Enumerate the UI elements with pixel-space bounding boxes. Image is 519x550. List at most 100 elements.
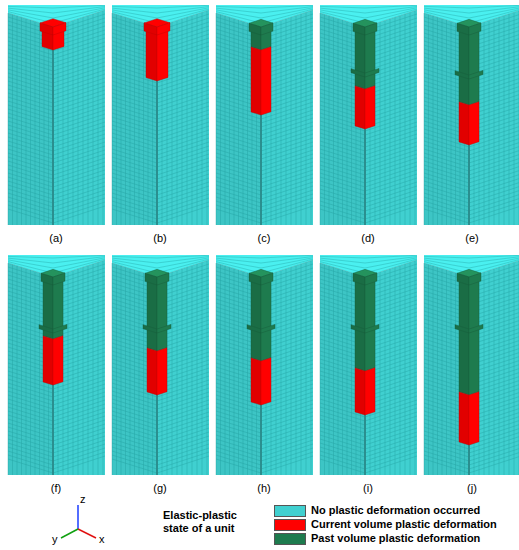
right-face — [365, 260, 417, 475]
left-face — [424, 263, 469, 475]
model-panel — [216, 255, 313, 475]
right-face — [261, 260, 313, 475]
plastic-zone — [39, 325, 53, 333]
plastic-zone — [53, 273, 65, 285]
plastic-zone — [261, 358, 271, 405]
plastic-zone — [353, 273, 365, 285]
plastic-zone — [365, 86, 375, 129]
panel-label: (c) — [258, 232, 271, 245]
plastic-zone — [157, 273, 169, 285]
axis-triad — [61, 505, 96, 538]
plastic-zone — [249, 273, 261, 285]
panel-label: (f) — [51, 482, 61, 495]
panel-label: (h) — [257, 482, 270, 495]
plastic-zone — [249, 23, 261, 35]
corner-edge — [260, 405, 262, 475]
legend-swatch — [274, 519, 306, 531]
plastic-zone — [157, 23, 170, 35]
axis-label: x — [99, 533, 105, 546]
corner-edge — [468, 145, 470, 225]
corner-edge — [468, 445, 470, 475]
plastic-zone — [355, 274, 365, 371]
right-face — [157, 260, 209, 475]
corner-edge — [156, 395, 158, 475]
plastic-zone — [261, 274, 271, 361]
model-panel — [424, 255, 519, 475]
panel-label: (i) — [363, 482, 373, 495]
axis-label: y — [52, 533, 58, 546]
mesh-grid — [216, 255, 313, 475]
plastic-zone — [261, 324, 275, 333]
right-face — [53, 10, 105, 225]
model-panel — [112, 5, 209, 225]
plastic-zone — [355, 86, 365, 129]
mesh-grid — [320, 255, 417, 475]
right-face — [53, 260, 105, 475]
panel-label: (g) — [153, 482, 166, 495]
left-face — [8, 263, 53, 475]
plastic-zone — [457, 273, 469, 285]
left-face — [8, 13, 53, 225]
model-panel — [216, 5, 313, 225]
plastic-zone — [157, 324, 171, 333]
plastic-zone — [365, 274, 375, 371]
plastic-zone — [365, 324, 379, 333]
plastic-zone — [53, 336, 63, 385]
model-panel — [320, 5, 417, 225]
plastic-zone — [251, 358, 261, 405]
plastic-zone — [365, 68, 379, 77]
plastic-zone — [365, 23, 377, 35]
plastic-zone — [469, 102, 479, 145]
left-face — [424, 13, 469, 225]
model-panel — [8, 255, 105, 475]
mesh-grid — [112, 5, 209, 225]
left-face — [112, 263, 157, 475]
plastic-zone — [143, 325, 157, 333]
plastic-zone — [251, 274, 261, 361]
mesh-grid — [424, 5, 519, 225]
legend-swatch — [274, 505, 306, 517]
mesh-grid — [8, 255, 105, 475]
plastic-zone — [469, 273, 481, 285]
model-panel — [112, 255, 209, 475]
legend-text: No plastic deformation occurred — [311, 504, 480, 517]
plastic-zone — [469, 24, 479, 105]
plastic-zone — [469, 23, 481, 35]
plastic-zone — [53, 324, 67, 333]
left-face — [216, 263, 261, 475]
panel-label: (d) — [361, 232, 374, 245]
plastic-zone — [261, 273, 273, 285]
panel-label: (e) — [465, 232, 478, 245]
right-face — [261, 10, 313, 225]
plastic-zone — [40, 23, 53, 35]
left-face — [320, 263, 365, 475]
plastic-zone — [353, 23, 365, 35]
plastic-zone — [144, 23, 157, 35]
plastic-zone — [43, 336, 53, 385]
left-face — [112, 13, 157, 225]
plastic-zone — [459, 274, 469, 395]
plastic-zone — [145, 273, 157, 285]
mesh-grid — [424, 255, 519, 475]
plastic-zone — [53, 23, 66, 35]
plastic-zone — [261, 47, 271, 115]
corner-edge — [260, 115, 262, 225]
right-face — [469, 260, 519, 475]
mesh-grid — [8, 5, 105, 225]
plastic-zone — [157, 348, 167, 395]
plastic-zone — [457, 23, 469, 35]
axis-label: z — [80, 493, 86, 506]
right-face — [365, 10, 417, 225]
corner-edge — [52, 50, 54, 225]
corner-edge — [156, 81, 158, 225]
plastic-zone — [261, 23, 273, 35]
plastic-zone — [455, 325, 469, 333]
legend-title: Elastic-plastic state of a unit — [163, 509, 263, 535]
mesh-grid — [320, 5, 417, 225]
plastic-zone — [355, 368, 365, 415]
left-face — [320, 13, 365, 225]
plastic-zone — [147, 348, 157, 395]
